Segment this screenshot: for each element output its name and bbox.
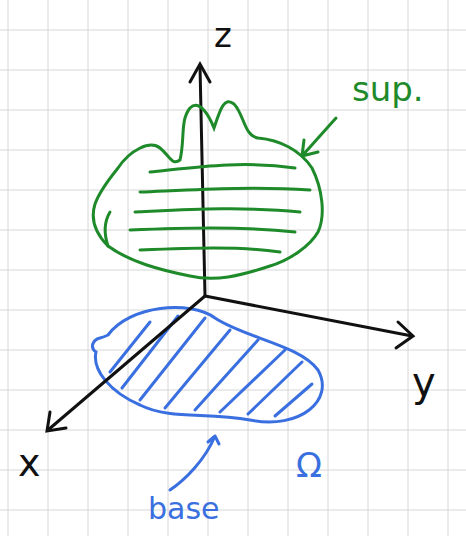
axis-label: y bbox=[412, 362, 436, 402]
surface bbox=[93, 102, 336, 279]
axes bbox=[47, 64, 413, 431]
region-symbol: Ω bbox=[296, 448, 322, 482]
base-region bbox=[93, 308, 323, 490]
axis-label: z bbox=[214, 18, 232, 52]
base-label: base bbox=[148, 494, 220, 524]
surface-label: sup. bbox=[352, 72, 424, 106]
axis-label: x bbox=[18, 444, 41, 482]
